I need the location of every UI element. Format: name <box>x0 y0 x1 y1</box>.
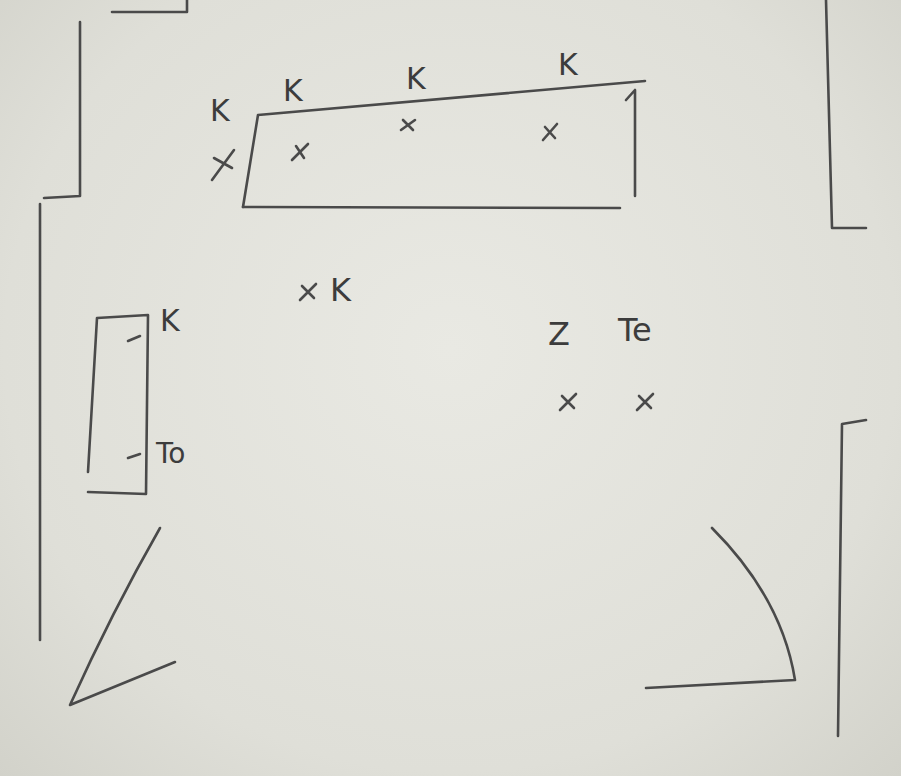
seat-label: K <box>558 50 578 80</box>
seat-label: K <box>406 64 426 94</box>
corner-line <box>646 528 795 688</box>
wall-line <box>39 204 42 640</box>
seat-label: K <box>210 96 230 126</box>
desk-outline <box>88 315 148 494</box>
seat-cross <box>543 124 557 140</box>
seat-label: K <box>283 76 303 106</box>
seat-cross <box>560 394 576 410</box>
seat-label: Te <box>618 314 652 346</box>
seat-cross <box>401 120 415 130</box>
corner-line <box>70 528 175 705</box>
seat-label: To <box>156 440 185 468</box>
seat-label: Z <box>548 318 570 350</box>
table-outline <box>626 90 635 196</box>
seat-label: K <box>330 274 351 306</box>
table-outline <box>243 207 620 208</box>
table-outline <box>243 81 645 207</box>
seat-label: K <box>160 306 180 336</box>
seat-cross <box>637 394 653 410</box>
seat-tick <box>128 336 140 341</box>
seat-tick <box>128 454 140 458</box>
seat-cross <box>292 144 308 160</box>
seat-cross <box>300 284 316 300</box>
seat-cross <box>212 150 234 180</box>
wall-line <box>44 22 80 198</box>
wall-line <box>826 0 866 228</box>
wall-line <box>112 0 187 12</box>
wall-line <box>838 420 866 736</box>
